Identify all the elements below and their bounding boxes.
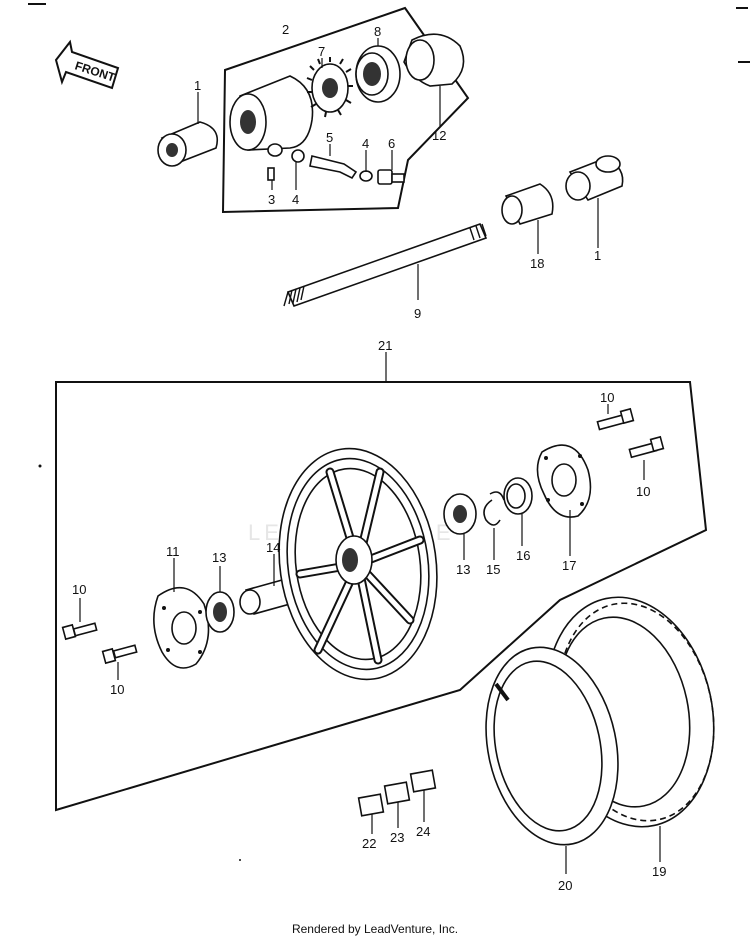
callout-10: 10 xyxy=(636,484,650,499)
callout-5: 5 xyxy=(326,130,333,145)
axle-part-9 xyxy=(283,222,488,308)
flange-part-17 xyxy=(536,444,592,518)
leader-lines xyxy=(79,38,661,874)
bearing-part-13b xyxy=(443,493,477,535)
spacer-part-18 xyxy=(501,183,554,225)
callout-4: 4 xyxy=(362,136,369,151)
callout-22: 22 xyxy=(362,836,376,851)
inner-tube-part-20 xyxy=(485,646,619,846)
callout-17: 17 xyxy=(562,558,576,573)
bolt-part-10c xyxy=(61,622,98,641)
callout-1: 1 xyxy=(194,78,201,93)
callout-10: 10 xyxy=(110,682,124,697)
bolt-part-10b xyxy=(628,435,665,459)
callout-8: 8 xyxy=(374,24,381,39)
callout-13: 13 xyxy=(212,550,226,565)
callout-16: 16 xyxy=(516,548,530,563)
group-21-outline xyxy=(55,381,708,812)
callout-3: 3 xyxy=(268,192,275,207)
bearing-part-8 xyxy=(355,45,401,103)
nut-part-6 xyxy=(377,169,405,185)
callout-21: 21 xyxy=(378,338,392,353)
callout-23: 23 xyxy=(390,830,404,845)
group-2-outline xyxy=(221,6,470,214)
stray-mark xyxy=(239,859,241,861)
hub-housing-part-2 xyxy=(229,75,314,157)
circlip-part-15 xyxy=(483,491,505,526)
callout-19: 19 xyxy=(652,864,666,879)
callout-10: 10 xyxy=(72,582,86,597)
collar-part-1 xyxy=(157,121,219,167)
balance-weight-part-24 xyxy=(409,769,437,793)
pin-part-3 xyxy=(267,167,275,181)
front-arrow-icon: FRONT xyxy=(54,39,120,90)
callout-4: 4 xyxy=(292,192,299,207)
oil-seal-part-16 xyxy=(503,477,533,515)
bolt-part-10a xyxy=(596,407,635,431)
callout-7: 7 xyxy=(318,44,325,59)
gear-part-7 xyxy=(306,57,353,118)
bolt-part-10d xyxy=(101,644,138,665)
balance-weight-part-22 xyxy=(357,793,385,817)
callout-labels: 1 2 7 8 12 5 4 6 3 4 18 1 9 21 10 10 10 … xyxy=(72,22,666,893)
bearing-part-13a xyxy=(205,591,235,633)
collar-part-1b xyxy=(565,155,624,201)
callout-11: 11 xyxy=(166,544,180,559)
callout-18: 18 xyxy=(530,256,544,271)
washer-part-4b xyxy=(359,170,373,182)
footer-credit: Rendered by LeadVenture, Inc. xyxy=(291,922,459,936)
callout-24: 24 xyxy=(416,824,430,839)
dust-cover-part-12 xyxy=(403,33,465,87)
callout-20: 20 xyxy=(558,878,572,893)
callout-2: 2 xyxy=(282,22,289,37)
flange-part-11 xyxy=(153,586,210,669)
balance-weight-part-23 xyxy=(383,781,411,805)
callout-1b: 1 xyxy=(594,248,601,263)
callout-10: 10 xyxy=(600,390,614,405)
callout-6: 6 xyxy=(388,136,395,151)
callout-12: 12 xyxy=(432,128,446,143)
washer-part-4 xyxy=(291,149,305,163)
callout-9: 9 xyxy=(414,306,421,321)
callout-13b: 13 xyxy=(456,562,470,577)
callout-14: 14 xyxy=(266,540,280,555)
stray-mark xyxy=(38,464,42,468)
callout-15: 15 xyxy=(486,562,500,577)
wheel-rim xyxy=(278,447,438,681)
shaft-part-5 xyxy=(309,155,358,180)
